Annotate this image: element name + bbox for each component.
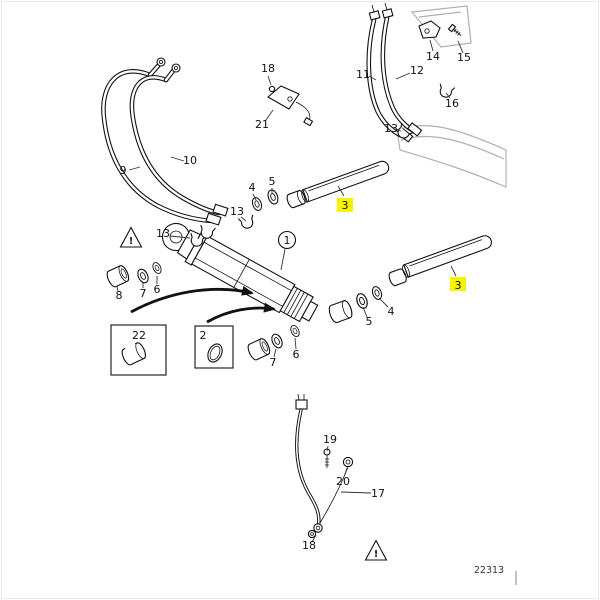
seal-4-lower [370, 284, 384, 302]
callout-5-upper: 5 [269, 175, 276, 188]
end-cap-lower [245, 336, 273, 362]
callout-15: 15 [457, 51, 471, 64]
callout-6-left: 6 [154, 283, 161, 296]
trim-cylinder [161, 222, 319, 323]
warning-symbol-bottom: ! [374, 549, 378, 560]
callout-14: 14 [426, 50, 440, 63]
warning-triangle-bottom: ! [364, 539, 388, 561]
ring-6-left [150, 260, 164, 276]
callout-7-left: 7 [140, 287, 147, 300]
callout-13-right: 13 [384, 122, 398, 135]
callout-1: 1 [284, 234, 291, 247]
washer-7-lower [269, 331, 285, 351]
hose-clamp-bracket [418, 20, 441, 39]
callout-21: 21 [255, 118, 269, 131]
callout-9: 9 [120, 164, 127, 177]
warning-symbol-left: ! [129, 236, 133, 247]
inset-box-2 [194, 325, 234, 369]
pointer-arrow-short [206, 302, 276, 324]
highlight-3-upper [337, 198, 353, 212]
piston-rod-lower-cap [388, 268, 407, 287]
piston-rod-lower [402, 235, 492, 278]
callout-7-lower: 7 [270, 356, 277, 369]
end-cap-8 [104, 263, 132, 289]
callout-22: 22 [132, 329, 146, 342]
seal-4-upper [250, 195, 264, 213]
callout-3-upper: 3 [342, 199, 349, 212]
inset-box-22 [110, 324, 167, 376]
callout-16: 16 [445, 97, 459, 110]
callout-17: 17 [371, 487, 385, 500]
warning-triangle-left: ! [119, 226, 143, 248]
callout-8: 8 [116, 289, 123, 302]
washer-5-lower [354, 291, 370, 311]
trim-hose-right-inner [380, 2, 423, 137]
washer-5-upper [265, 188, 281, 206]
callout-2: 2 [200, 329, 207, 342]
callout-20: 20 [336, 475, 350, 488]
callout-13-center: 13 [230, 205, 244, 218]
cable-screw-19 [323, 448, 331, 468]
callout-13-left: 13 [156, 227, 170, 240]
diagram-code: 22313 [474, 565, 504, 576]
callout-3-lower: 3 [455, 279, 462, 292]
piston-spacer [328, 300, 353, 324]
trim-sender-cable [295, 393, 349, 533]
callout-18-top: 18 [261, 62, 275, 75]
highlight-3-lower [450, 277, 466, 291]
callout-6-lower: 6 [293, 348, 300, 361]
pointer-arrow-long [130, 285, 254, 314]
trim-hose-left-outer [101, 57, 222, 226]
piston-rod-upper [286, 160, 390, 209]
clamp-screw [447, 23, 462, 37]
callout-10: 10 [183, 154, 197, 167]
callout-19: 19 [323, 433, 337, 446]
callout-5-lower: 5 [366, 315, 373, 328]
callout-18-bottom: 18 [302, 539, 316, 552]
callout-4-lower: 4 [388, 305, 395, 318]
sender-plate [267, 85, 314, 127]
callout-11: 11 [356, 68, 370, 81]
ring-terminal-20 [342, 456, 354, 468]
leader-lines [116, 39, 464, 543]
callout-12: 12 [410, 64, 424, 77]
callout-1-circle [277, 230, 297, 250]
trim-hose-left-inner [129, 63, 229, 217]
callout-4-upper: 4 [249, 181, 256, 194]
washer-7-left [135, 266, 151, 286]
ring-6-lower [288, 323, 302, 339]
sender-18-bottom [307, 529, 317, 539]
